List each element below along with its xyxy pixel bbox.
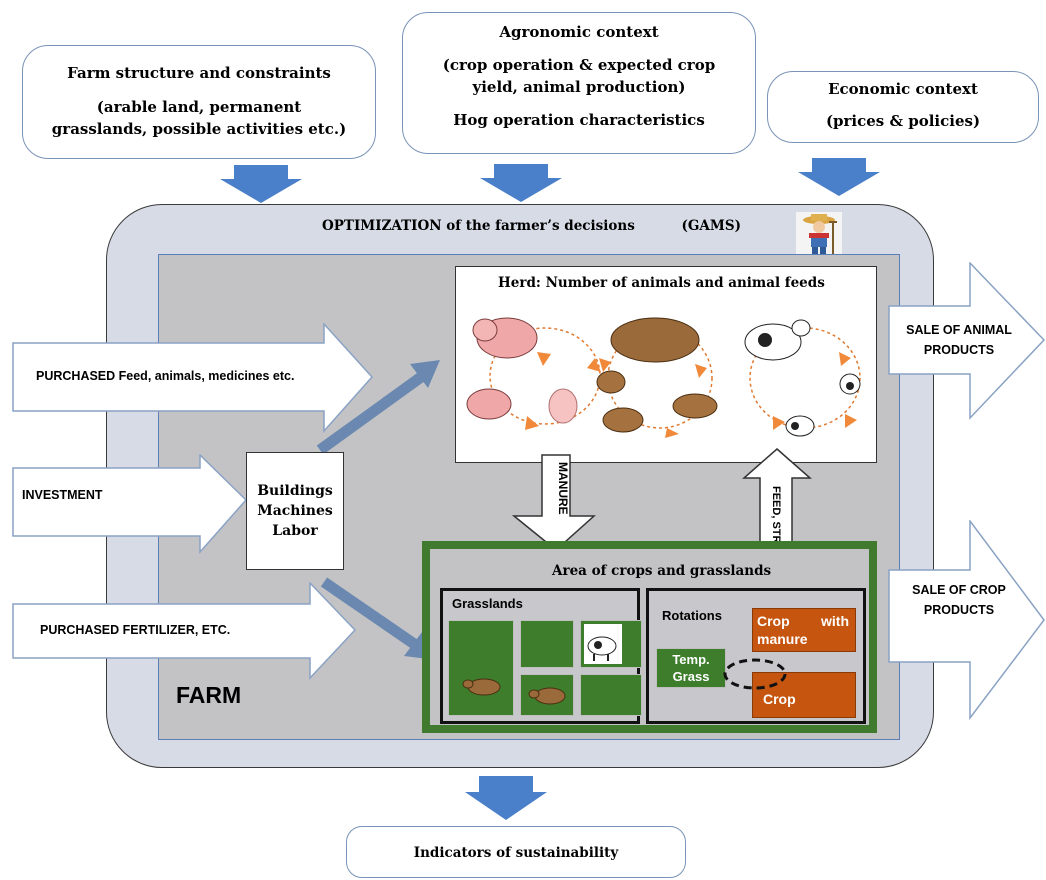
resource-labor: Labor <box>272 523 318 539</box>
crop-with-manure: Crop with manure <box>752 608 856 652</box>
pig-icon <box>466 388 512 420</box>
purchased-fertilizer-arrow <box>12 582 357 680</box>
crop-plot: Crop <box>752 672 856 718</box>
crop-manure-word-2: with <box>821 613 849 629</box>
sale-animal-label: SALE OF ANIMAL PRODUCTS <box>894 320 1024 360</box>
economic-title: Economic context <box>828 80 978 98</box>
agronomic-detail-2: yield, animal production) <box>472 78 686 96</box>
agronomic-detail-3: Hog operation characteristics <box>453 111 705 129</box>
grasslands-label: Grasslands <box>452 596 523 611</box>
optimization-label: OPTIMIZATION of the farmer’s decisions (… <box>322 218 741 234</box>
investment-label: INVESTMENT <box>22 488 103 502</box>
resource-machines: Machines <box>257 503 333 519</box>
temp-grass: Temp. Grass <box>656 648 726 688</box>
herd-cycles <box>466 317 861 438</box>
grassland-plot <box>520 620 574 668</box>
sale-crop-label: SALE OF CROP PRODUCTS <box>894 580 1024 620</box>
rotation-cycle <box>723 658 787 690</box>
cow-icon <box>584 624 622 664</box>
farmer-icon <box>796 212 842 260</box>
farm-structure-detail-1: (arable land, permanent <box>96 98 302 116</box>
sale-crop-line-1: SALE OF CROP <box>912 583 1006 597</box>
down-arrow-icon <box>220 165 302 203</box>
crop-manure-word-3: manure <box>757 631 808 647</box>
manure-arrow <box>512 454 596 551</box>
down-arrow-icon <box>465 776 547 820</box>
grassland-plot <box>580 674 642 716</box>
sale-crop-arrow <box>888 520 1045 720</box>
down-arrow-icon <box>798 158 880 196</box>
cow-icon <box>610 317 700 363</box>
piglet-icon <box>548 388 578 424</box>
agronomic-detail-1: (crop operation & expected crop <box>442 56 716 74</box>
temp-grass-line-1: Temp. <box>672 652 710 667</box>
agronomic-context-box: Agronomic context (crop operation & expe… <box>402 12 756 154</box>
crop-manure-word-1: Crop <box>757 613 790 629</box>
sale-animal-line-1: SALE OF ANIMAL <box>906 323 1012 337</box>
down-arrow-icon <box>480 164 562 202</box>
grassland-plot <box>448 620 514 716</box>
farm-structure-title: Farm structure and constraints <box>67 64 331 82</box>
dairy-cow-icon <box>744 323 802 361</box>
herd-title: Herd: Number of animals and animal feeds <box>498 275 825 291</box>
cow-icon <box>462 678 501 696</box>
economic-context-box: Economic context (prices & policies) <box>767 71 1039 143</box>
crops-area-title: Area of crops and grasslands <box>552 563 772 579</box>
investment-arrow <box>12 454 248 554</box>
manure-label: MANURE <box>556 462 570 515</box>
gams-text: (GAMS) <box>681 218 741 234</box>
indicators-box: Indicators of sustainability <box>346 826 686 878</box>
crop-label: Crop <box>763 691 796 707</box>
sale-crop-line-2: PRODUCTS <box>923 603 995 617</box>
cow-icon <box>528 687 566 705</box>
indicators-label: Indicators of sustainability <box>413 845 619 861</box>
optimization-text: OPTIMIZATION of the farmer’s decisions <box>322 218 635 234</box>
purchased-feed-label: PURCHASED Feed, animals, medicines etc. <box>36 369 295 383</box>
resources-box: Buildings Machines Labor <box>246 452 344 570</box>
resource-buildings: Buildings <box>257 483 333 499</box>
farm-structure-detail-2: grasslands, possible activities etc.) <box>51 120 347 138</box>
sale-animal-arrow <box>888 262 1046 420</box>
temp-grass-line-2: Grass <box>672 669 710 684</box>
farm-structure-box: Farm structure and constraints (arable l… <box>22 45 376 159</box>
rotations-label: Rotations <box>662 608 722 623</box>
economic-detail-1: (prices & policies) <box>825 112 981 130</box>
farm-label: FARM <box>176 682 242 708</box>
purchased-fertilizer-label: PURCHASED FERTILIZER, ETC. <box>40 623 231 637</box>
sale-animal-line-2: PRODUCTS <box>923 343 995 357</box>
agronomic-title: Agronomic context <box>499 23 659 41</box>
